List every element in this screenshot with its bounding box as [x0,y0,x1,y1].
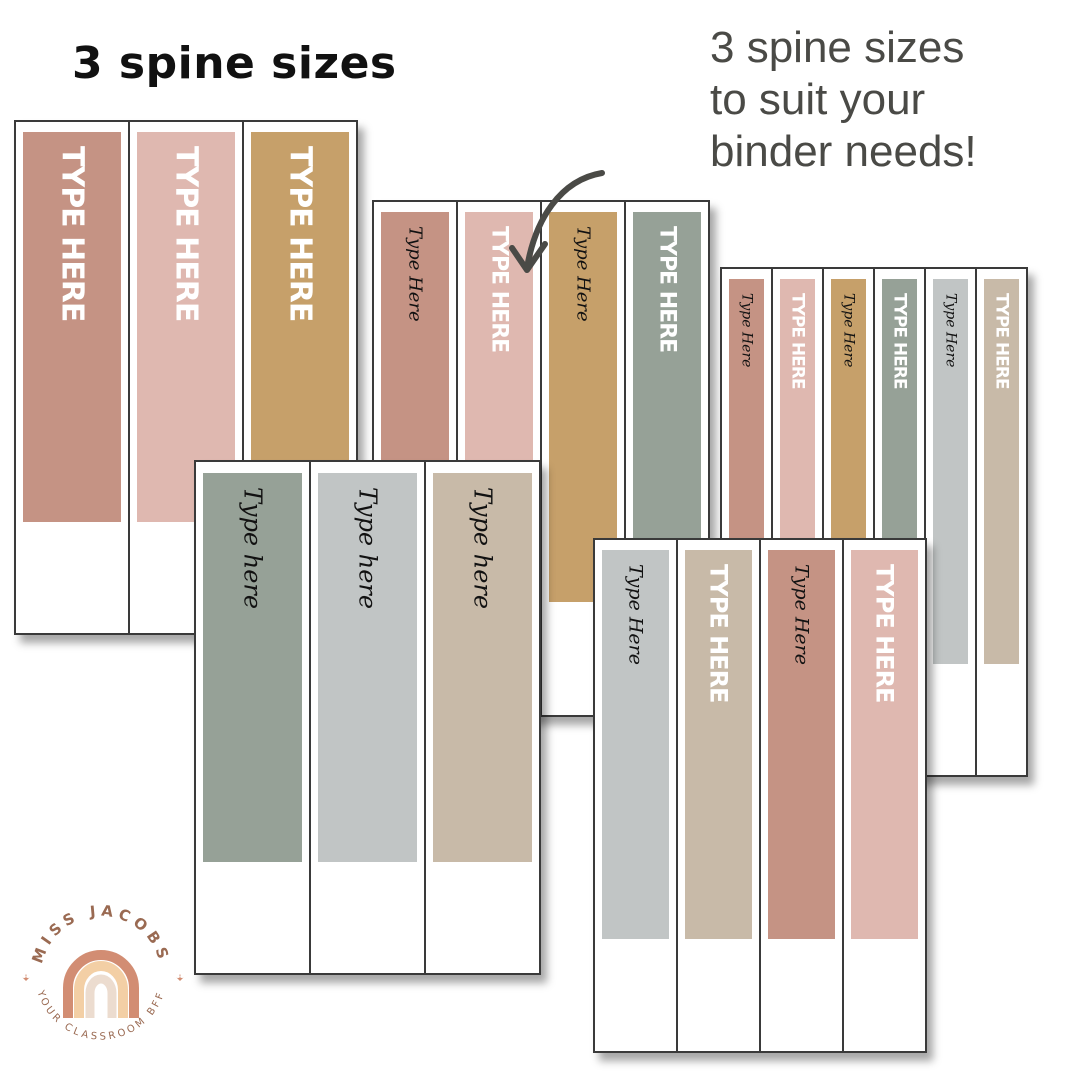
spine-color-band: Type here [203,473,302,862]
spine-label[interactable]: Type here [238,487,267,610]
spine-label[interactable]: Type here [353,487,382,610]
spine-label[interactable]: Type Here [790,564,813,665]
spine-color-band: Type here [318,473,417,862]
heading-right: 3 spine sizes to suit your binder needs! [710,22,977,178]
spine-color-band: TYPE HERE [851,550,918,939]
spine-color-band: Type Here [933,279,968,664]
logo-bottom-text: YOUR CLASSROOM BFF [34,988,164,1043]
heart-icon [22,974,30,981]
binder-spine: Type here [194,460,311,975]
heading-left: 3 spine sizes [72,38,397,89]
binder-spine: Type Here [540,200,626,717]
spine-color-band: TYPE HERE [251,132,349,522]
spine-label[interactable]: Type Here [942,293,959,368]
spine-group-large-bottom: Type here Type here Type here [194,460,541,975]
binder-spine: Type Here [759,538,844,1053]
spine-label[interactable]: TYPE HERE [991,293,1012,389]
spine-group-large-top: TYPE HERE TYPE HERE TYPE HERE [14,120,358,635]
spine-color-band: Type Here [549,212,617,602]
spine-color-band: TYPE HERE [984,279,1019,664]
binder-spine: Type Here [593,538,678,1053]
spine-color-band: TYPE HERE [23,132,121,522]
spine-color-band: TYPE HERE [685,550,752,939]
spine-label[interactable]: Type Here [572,226,594,322]
spine-label[interactable]: Type Here [840,293,857,368]
spine-label[interactable]: TYPE HERE [486,226,512,353]
spine-label[interactable]: TYPE HERE [889,293,910,389]
spine-label[interactable]: Type Here [404,226,426,322]
spine-label[interactable]: TYPE HERE [787,293,808,389]
spine-label[interactable]: TYPE HERE [704,564,733,703]
binder-spine: TYPE HERE [14,120,130,635]
curved-arrow-icon [509,170,605,273]
spine-group-medium-bottom: Type Here TYPE HERE Type Here TYPE HERE [593,538,927,1053]
svg-text:YOUR CLASSROOM BFF: YOUR CLASSROOM BFF [34,988,167,1043]
spine-label[interactable]: Type here [468,487,497,610]
spine-label[interactable]: TYPE HERE [168,146,204,322]
spine-color-band: Type here [433,473,532,862]
spine-label[interactable]: TYPE HERE [870,564,899,703]
spine-label[interactable]: Type Here [738,293,755,368]
spine-color-band: TYPE HERE [137,132,235,522]
spine-label[interactable]: TYPE HERE [282,146,318,322]
spine-color-band: Type Here [602,550,669,939]
spine-label[interactable]: Type Here [624,564,647,665]
binder-spine: TYPE HERE [676,538,761,1053]
binder-spine: TYPE HERE [842,538,927,1053]
binder-spine: Type here [309,460,426,975]
spine-color-band: TYPE HERE [633,212,701,602]
binder-spine: Type Here [924,267,977,777]
heading-right-line-2: to suit your [710,75,926,124]
rainbow-icon [63,950,139,1018]
spine-label[interactable]: TYPE HERE [654,226,680,353]
heading-right-line-1: 3 spine sizes [710,23,965,72]
binder-spine: TYPE HERE [975,267,1028,777]
brand-logo: MISS JACOBS YOUR CLASSROOM BFF [22,902,184,1043]
binder-spine: Type here [424,460,541,975]
heading-right-line-3: binder needs! [710,127,977,176]
spine-color-band: Type Here [768,550,835,939]
heart-icon [176,974,184,981]
spine-label[interactable]: TYPE HERE [54,146,90,322]
